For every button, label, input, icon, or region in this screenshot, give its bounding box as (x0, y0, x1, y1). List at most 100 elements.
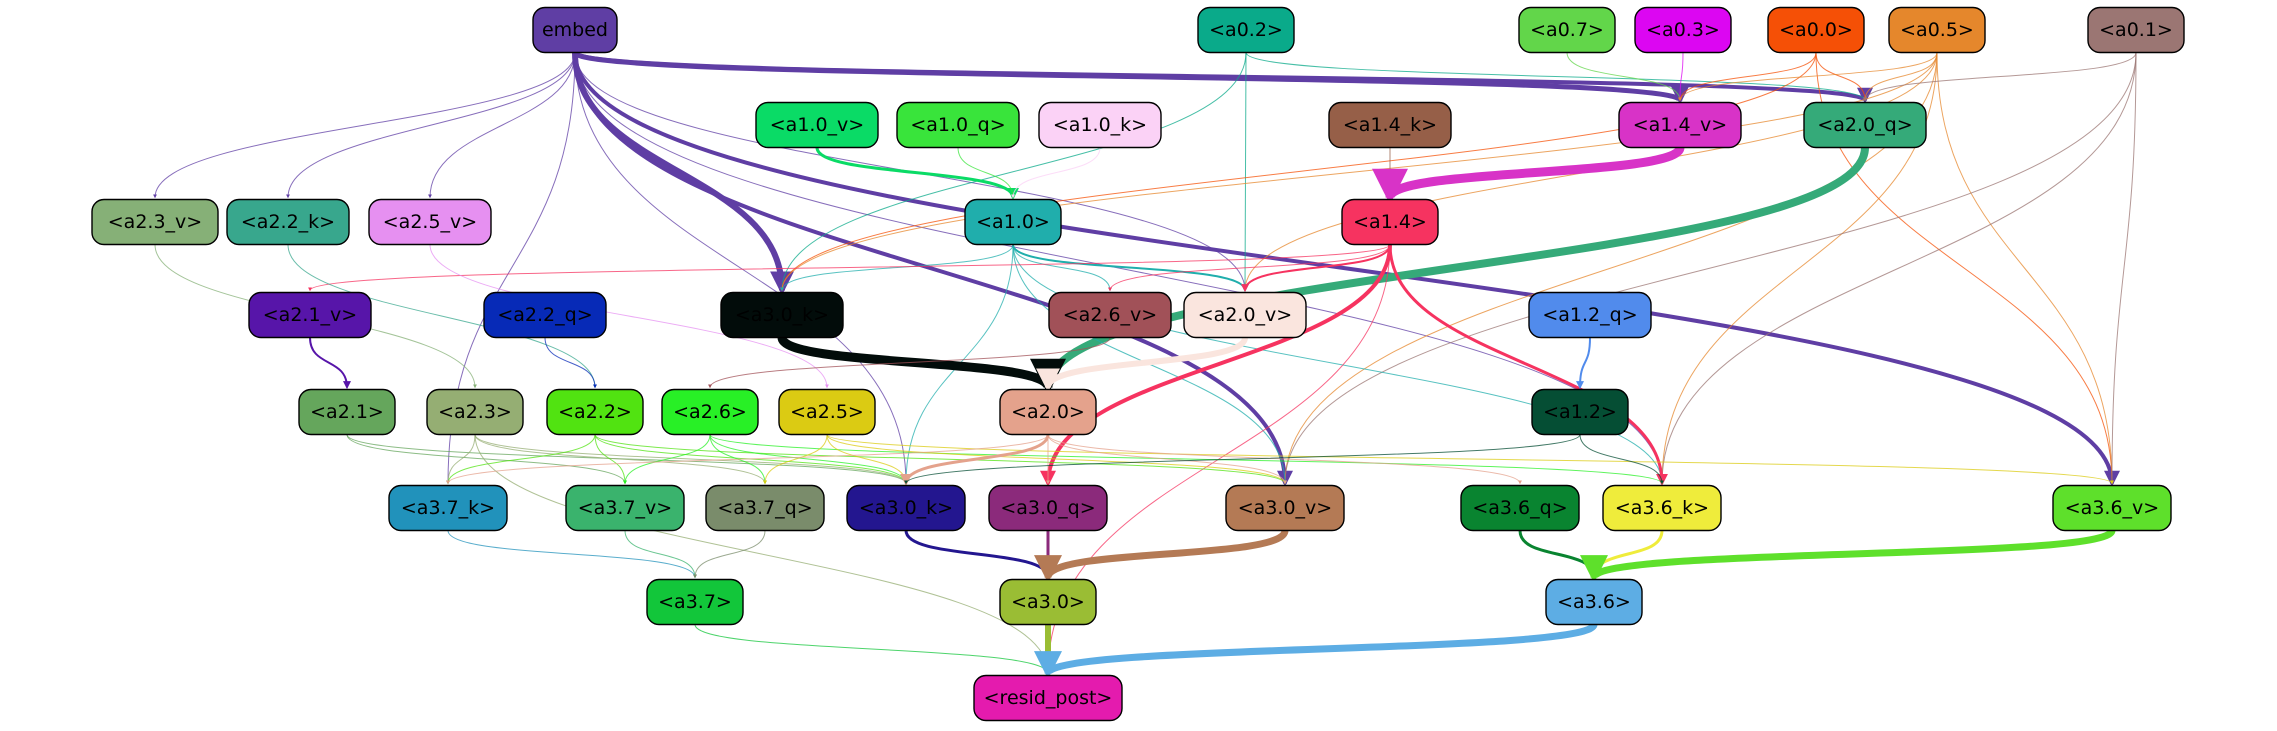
node-a1-0-k[interactable]: <a1.0_k> (1038, 101, 1162, 149)
node-box (1225, 484, 1345, 532)
node-a3-7-k[interactable]: <a3.7_k> (388, 484, 508, 532)
node-label: <a0.0> (1779, 19, 1853, 41)
node-box (2052, 484, 2172, 532)
node-resid-post[interactable]: <resid_post> (973, 674, 1123, 722)
edge-a1_2-to-a3_6_k (1579, 434, 1664, 485)
nodes-layer: embed <a0.2> <a0.7> <a0.3> <a0.0> <a0.5> <a0.1… (91, 6, 2185, 722)
node-a2-2-k[interactable]: <a2.2_k> (226, 198, 350, 246)
node-label: <a2.2_q> (497, 304, 592, 326)
edge-a2_1_v-to-a2_1 (309, 337, 351, 390)
edge-a2_2-to-a3_7_k (446, 434, 596, 485)
node-a2-1-v[interactable]: <a2.1_v> (248, 291, 372, 339)
node-label: <a2.6> (673, 401, 747, 423)
edge-a0_1-to-a3_0_v (1283, 52, 2137, 485)
node-box (1518, 6, 1616, 54)
node-a3-7-q[interactable]: <a3.7_q> (705, 484, 825, 532)
node-a1-4-k[interactable]: <a1.4_k> (1328, 101, 1452, 149)
node-label: <a3.6_v> (2065, 497, 2159, 519)
edge-a0_2-to-a3_0_v_k (780, 52, 1247, 292)
node-a3-7[interactable]: <a3.7> (646, 578, 744, 626)
node-a3-0-v-k[interactable]: <a3.0_k> (720, 291, 844, 339)
node-a1-2[interactable]: <a1.2> (1531, 388, 1629, 436)
node-a0-5[interactable]: <a0.5> (1888, 6, 1986, 54)
node-box (368, 198, 492, 246)
node-box (1634, 6, 1732, 54)
node-a3-6-q[interactable]: <a3.6_q> (1460, 484, 1580, 532)
node-a3-0-q[interactable]: <a3.0_q> (988, 484, 1108, 532)
edge-a2_2_k-to-a2_2 (287, 244, 597, 389)
edge-a3_6_v-to-a3_6 (1580, 528, 2116, 584)
node-a0-7[interactable]: <a0.7> (1518, 6, 1616, 54)
node-label: <a3.0_k> (859, 497, 953, 519)
node-box (720, 291, 844, 339)
edge-a2_0-to-a3_0_v (1047, 434, 1287, 485)
node-a2-2-q[interactable]: <a2.2_q> (483, 291, 607, 339)
node-box (298, 388, 396, 436)
edge-a3_7_q-to-a3_7 (693, 530, 766, 579)
node-a1-0[interactable]: <a1.0> (964, 198, 1062, 246)
node-label: <a2.0> (1011, 401, 1085, 423)
edge-embed-to-a3_0_v_k (572, 52, 794, 296)
node-a3-7-v[interactable]: <a3.7_v> (565, 484, 685, 532)
node-a0-2[interactable]: <a0.2> (1197, 6, 1295, 54)
node-a2-3[interactable]: <a2.3> (426, 388, 524, 436)
node-label: <a1.0_k> (1053, 114, 1147, 136)
node-a1-0-q[interactable]: <a1.0_q> (896, 101, 1020, 149)
node-a0-0[interactable]: <a0.0> (1767, 6, 1865, 54)
edge-a1_4-to-a3_0_q (1040, 244, 1392, 487)
node-box (1531, 388, 1629, 436)
edge-a3_6_q-to-a3_6 (1518, 530, 1600, 580)
edge-a2_0_q-to-a2_0 (1032, 147, 1869, 394)
node-label: <a3.6_k> (1615, 497, 1709, 519)
node-a2-0[interactable]: <a2.0> (999, 388, 1097, 436)
node-a3-0[interactable]: <a3.0> (999, 578, 1097, 626)
node-label: <a2.2> (558, 401, 632, 423)
node-label: <a1.2_q> (1542, 304, 1637, 326)
node-a0-1[interactable]: <a0.1> (2087, 6, 2185, 54)
node-box (1888, 6, 1986, 54)
edge-embed-to-a2_5_v (428, 52, 576, 199)
edge-a2_3-to-a3_7_q (474, 434, 767, 485)
node-a1-4-v[interactable]: <a1.4_v> (1618, 101, 1742, 149)
node-a2-5-v[interactable]: <a2.5_v> (368, 198, 492, 246)
node-a3-6[interactable]: <a3.6> (1545, 578, 1643, 626)
node-label: <a3.7> (658, 591, 732, 613)
edge-a2_0-to-a3_6_q (1047, 434, 1522, 485)
node-a3-6-v[interactable]: <a3.6_v> (2052, 484, 2172, 532)
node-label: <a0.2> (1209, 19, 1283, 41)
node-a1-4[interactable]: <a1.4> (1341, 198, 1439, 246)
node-a3-6-k[interactable]: <a3.6_k> (1602, 484, 1722, 532)
node-label: <a3.6_q> (1472, 497, 1567, 519)
edge-a2_2-to-a3_7_v (594, 434, 627, 485)
node-a2-0-v[interactable]: <a2.0_v> (1183, 291, 1307, 339)
node-a2-1[interactable]: <a2.1> (298, 388, 396, 436)
edge-a2_2-to-a3_0_v (594, 434, 1287, 485)
node-box (755, 101, 879, 149)
node-embed[interactable]: embed (532, 6, 618, 54)
edge-a0_0-to-a1_4_v (1678, 52, 1817, 102)
node-label: <a3.6> (1557, 591, 1631, 613)
node-a2-0-q[interactable]: <a2.0_q> (1803, 101, 1927, 149)
node-label: embed (542, 19, 608, 41)
node-a1-0-v[interactable]: <a1.0_v> (755, 101, 879, 149)
node-a0-3[interactable]: <a0.3> (1634, 6, 1732, 54)
node-a2-3-v[interactable]: <a2.3_v> (91, 198, 219, 246)
node-a2-2[interactable]: <a2.2> (546, 388, 644, 436)
edge-embed-to-a2_3_v (153, 52, 576, 199)
edge-a1_2_q-to-a1_2 (1576, 337, 1591, 390)
edge-a0_3-to-a1_4_v (1678, 52, 1684, 102)
node-a3-0-k[interactable]: <a3.0_k> (846, 484, 966, 532)
edge-a0_7-to-a1_4_v (1566, 52, 1682, 102)
node-a2-6-v[interactable]: <a2.6_v> (1048, 291, 1172, 339)
node-a2-6[interactable]: <a2.6> (661, 388, 759, 436)
node-a2-5[interactable]: <a2.5> (778, 388, 876, 436)
node-a1-2-q[interactable]: <a1.2_q> (1528, 291, 1652, 339)
edge-a0_0-to-a3_0_v_k (780, 52, 1817, 292)
edge-a1_0_v-to-a1_0 (815, 147, 1019, 200)
node-box (91, 198, 219, 246)
node-box (565, 484, 685, 532)
edge-a0_5-to-a1_4_v (1678, 52, 1938, 102)
edge-a1_0-to-a3_0_v_k (780, 244, 1014, 292)
node-a3-0-v[interactable]: <a3.0_v> (1225, 484, 1345, 532)
node-label: <a1.0_q> (910, 114, 1005, 136)
